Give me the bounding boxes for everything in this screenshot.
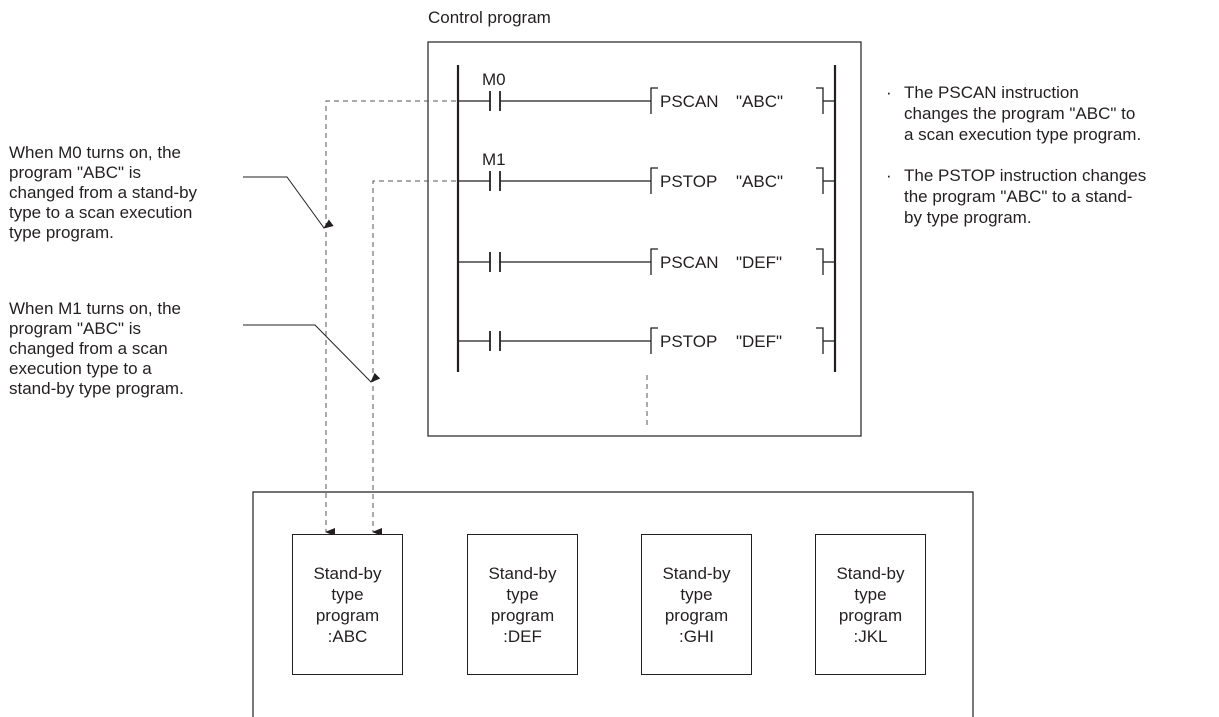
m0-guide-line — [325, 100, 456, 536]
annotation-line: execution type to a — [9, 359, 152, 378]
program-line: type — [680, 584, 713, 604]
program-line: Stand-by — [662, 563, 731, 583]
program-line: Stand-by — [313, 563, 382, 583]
m0-annotation-leader — [243, 176, 334, 229]
programs-container — [252, 491, 974, 717]
annotation-line: When M1 turns on, the — [9, 299, 181, 318]
program-line: program — [490, 605, 555, 625]
control-program-title: Control program — [428, 8, 551, 27]
contact-label: M0 — [482, 70, 506, 89]
instruction-name: PSTOP — [660, 172, 717, 191]
note-bullet: · — [886, 83, 892, 102]
annotation-line: changed from a stand-by — [9, 183, 198, 202]
m1-guide-line — [372, 180, 456, 536]
program-line: :ABC — [327, 626, 368, 646]
ladder-rungs: PSCAN"ABC"M0PSTOP"ABC"M1PSCAN"DEF"PSTOP"… — [458, 70, 835, 354]
program-line: type — [506, 584, 539, 604]
m1-annotation-leader — [243, 324, 381, 383]
instruction-name: PSCAN — [660, 92, 719, 111]
instruction-arg: "DEF" — [736, 253, 782, 272]
instruction-arg: "ABC" — [736, 92, 783, 111]
note-line: The PSCAN instruction — [904, 83, 1079, 102]
annotation-line: program "ABC" is — [9, 319, 142, 338]
annotation-line: When M0 turns on, the — [9, 143, 181, 162]
note-line: changes the program "ABC" to — [904, 104, 1136, 123]
program-line: type — [331, 584, 364, 604]
program-line: program — [838, 605, 903, 625]
instruction-bracket-right — [816, 167, 824, 194]
instruction-bracket-left — [650, 248, 658, 275]
contact-label: M1 — [482, 150, 506, 169]
instruction-name: PSTOP — [660, 332, 717, 351]
instruction-bracket-left — [650, 87, 658, 114]
annotation-line: changed from a scan — [9, 339, 168, 358]
annotation-m0: When M0 turns on, the program "ABC" is c… — [9, 143, 197, 243]
program-box-jkl: Stand-by type program :JKL — [815, 534, 926, 675]
instruction-bracket-right — [816, 327, 824, 354]
instruction-bracket-left — [650, 327, 658, 354]
annotation-m1: When M1 turns on, the program "ABC" is c… — [9, 299, 184, 399]
note-line: the program "ABC" to a stand- — [904, 187, 1133, 206]
note-line: The PSTOP instruction changes — [904, 166, 1147, 185]
program-box-ghi: Stand-by type program :GHI — [641, 534, 752, 675]
program-box-def: Stand-by type program :DEF — [467, 534, 578, 675]
control-program-frame — [427, 41, 862, 437]
instruction-bracket-left — [650, 167, 658, 194]
program-line: :GHI — [679, 626, 714, 646]
instruction-arg: "DEF" — [736, 332, 782, 351]
instruction-arg: "ABC" — [736, 172, 783, 191]
program-line: :DEF — [503, 626, 542, 646]
note-line: by type program. — [904, 208, 1032, 227]
note-line: a scan execution type program. — [904, 125, 1142, 144]
instruction-bracket-right — [816, 87, 824, 114]
annotation-line: type program. — [9, 223, 114, 242]
program-box-abc: Stand-by type program :ABC — [292, 534, 403, 675]
program-line: Stand-by — [836, 563, 905, 583]
program-line: Stand-by — [488, 563, 557, 583]
annotation-line: stand-by type program. — [9, 379, 184, 398]
program-line: program — [315, 605, 380, 625]
annotation-line: type to a scan execution — [9, 203, 193, 222]
program-line: :JKL — [853, 626, 888, 646]
instruction-name: PSCAN — [660, 253, 719, 272]
note-bullet: · — [886, 166, 892, 185]
program-line: program — [664, 605, 729, 625]
annotation-line: program "ABC" is — [9, 163, 142, 182]
program-line: type — [854, 584, 887, 604]
instruction-bracket-right — [816, 248, 824, 275]
